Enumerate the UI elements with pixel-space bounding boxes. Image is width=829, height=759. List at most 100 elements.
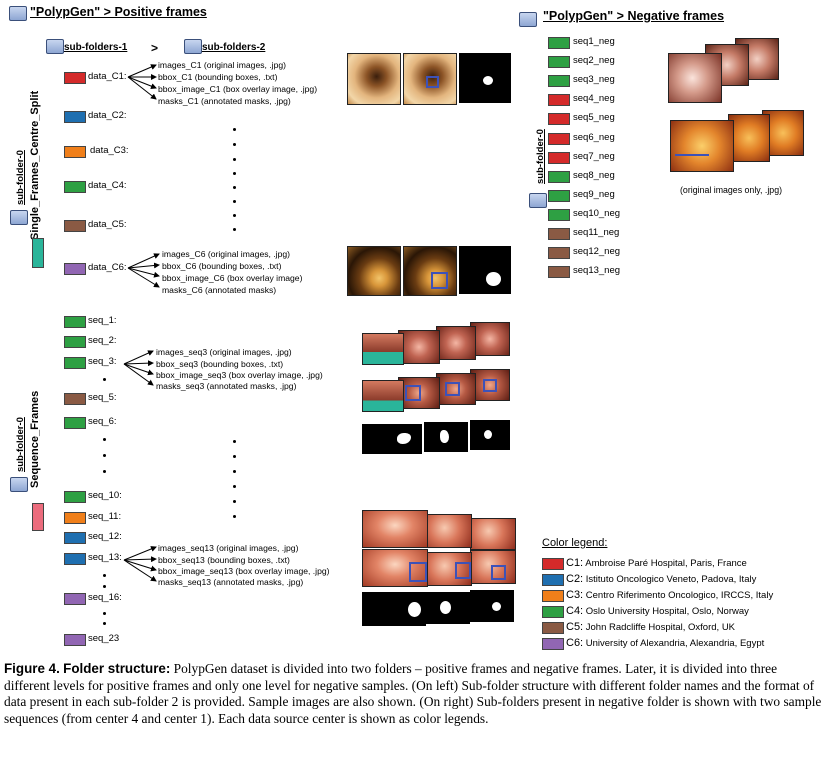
ellipsis-dot bbox=[233, 485, 236, 488]
ellipsis-dot bbox=[233, 470, 236, 473]
swatch-seq5 bbox=[64, 393, 86, 405]
swatch-seq2 bbox=[64, 336, 86, 348]
legend-entry: C1: Ambroise Paré Hospital, Paris, Franc… bbox=[566, 557, 747, 569]
data-c4-label: data_C4: bbox=[88, 180, 127, 191]
seq3-image-frame bbox=[436, 326, 476, 360]
seq3-image-frame bbox=[362, 333, 404, 365]
ellipsis-dot bbox=[233, 455, 236, 458]
negative-seq-swatch bbox=[548, 247, 570, 259]
negative-seq-swatch bbox=[548, 75, 570, 87]
mask-blob bbox=[440, 601, 451, 614]
legend-code: C3: bbox=[566, 589, 584, 601]
negative-seq-label: seq6_neg bbox=[573, 132, 615, 143]
ellipsis-dot bbox=[103, 378, 106, 381]
swatch-seq11 bbox=[64, 512, 86, 524]
seq13-bbox-frame bbox=[470, 550, 516, 584]
legend-title: Color legend: bbox=[542, 537, 608, 549]
c6-file-masks: masks_C6 (annotated masks) bbox=[162, 285, 277, 295]
seq3-bbox-frame bbox=[436, 373, 476, 405]
seq3-mask-frame bbox=[362, 424, 422, 454]
swatch-seq6 bbox=[64, 417, 86, 429]
seq13-label: seq_13: bbox=[88, 552, 122, 563]
negative-seq-swatch bbox=[548, 94, 570, 106]
negative-image-frame bbox=[728, 114, 770, 162]
folder-icon bbox=[6, 3, 27, 21]
mask-blob bbox=[483, 76, 493, 85]
seq1-label: seq_1: bbox=[88, 315, 117, 326]
legend-code: C5: bbox=[566, 621, 584, 633]
legend-swatch bbox=[542, 638, 564, 650]
negative-seq-label: seq2_neg bbox=[573, 55, 615, 66]
ellipsis-dot bbox=[233, 440, 236, 443]
seq3-file-masks: masks_seq3 (annotated masks, .jpg) bbox=[156, 381, 297, 391]
ellipsis-dot bbox=[233, 186, 236, 189]
swatch-c4 bbox=[64, 181, 86, 193]
seq13-file-bbox: bbox_seq13 (bounding boxes, .txt) bbox=[158, 555, 290, 565]
negative-seq-label: seq8_neg bbox=[573, 170, 615, 181]
bounding-box bbox=[455, 562, 471, 579]
data-c2-label: data_C2: bbox=[88, 110, 127, 121]
legend-entry: C4: Oslo University Hospital, Oslo, Norw… bbox=[566, 605, 749, 617]
caption-label: Figure 4. bbox=[4, 661, 60, 676]
caption-text: PolypGen dataset is divided into two fol… bbox=[4, 661, 822, 726]
swatch-c6 bbox=[64, 263, 86, 275]
c1-file-masks: masks_C1 (annotated masks, .jpg) bbox=[158, 96, 291, 106]
seq3-bbox-frame bbox=[398, 377, 440, 409]
legend-swatch bbox=[542, 558, 564, 570]
legend-entry: C6: University of Alexandria, Alexandria… bbox=[566, 637, 764, 649]
seq11-label: seq_11: bbox=[88, 511, 122, 522]
negative-seq-label: seq4_neg bbox=[573, 93, 615, 104]
mask-blob bbox=[484, 430, 492, 439]
ellipsis-dot bbox=[233, 200, 236, 203]
data-c5-label: data_C5: bbox=[88, 219, 127, 230]
seq13-file-masks: masks_seq13 (annotated masks, .jpg) bbox=[158, 577, 304, 587]
negative-seq-swatch bbox=[548, 171, 570, 183]
fan-arrows bbox=[123, 64, 160, 582]
ellipsis-dot bbox=[103, 612, 106, 615]
seq3-file-images: images_seq3 (original images, .jpg) bbox=[156, 347, 292, 357]
bounding-box bbox=[483, 379, 497, 392]
negative-seq-label: seq1_neg bbox=[573, 36, 615, 47]
negative-seq-swatch bbox=[548, 133, 570, 145]
ellipsis-dot bbox=[103, 470, 106, 473]
ellipsis-dot bbox=[233, 515, 236, 518]
negative-image-frame bbox=[668, 53, 722, 103]
figure-caption: Figure 4. Folder structure: PolypGen dat… bbox=[4, 661, 822, 727]
legend-name: Oslo University Hospital, Oslo, Norway bbox=[583, 606, 749, 617]
negative-seq-label: seq10_neg bbox=[573, 208, 621, 219]
data-c3-label: data_C3: bbox=[90, 145, 129, 156]
seq12-label: seq_12: bbox=[88, 531, 122, 542]
sample-image-c1 bbox=[347, 53, 401, 105]
sample-bbox-image-c6 bbox=[403, 246, 457, 296]
level-arrow: > bbox=[151, 41, 159, 55]
bounding-box bbox=[426, 76, 439, 88]
mask-blob bbox=[397, 433, 411, 444]
ellipsis-dot bbox=[233, 228, 236, 231]
legend-code: C6: bbox=[566, 637, 584, 649]
seq3-file-bbox: bbox_seq3 (bounding boxes, .txt) bbox=[156, 359, 284, 369]
sequence-subfolder-label: sub-folder-0 bbox=[15, 417, 26, 472]
bounding-box bbox=[409, 562, 427, 582]
ellipsis-dot bbox=[233, 158, 236, 161]
legend-swatch bbox=[542, 606, 564, 618]
negative-seq-label: seq7_neg bbox=[573, 151, 615, 162]
ellipsis-dot bbox=[103, 438, 106, 441]
legend-entry: C2: Istituto Oncologico Veneto, Padova, … bbox=[566, 573, 756, 585]
legend-code: C4: bbox=[566, 605, 584, 617]
c1-file-images: images_C1 (original images, .jpg) bbox=[158, 60, 287, 70]
legend-entry: C3: Centro Riferimento Oncologico, IRCCS… bbox=[566, 589, 773, 601]
negative-seq-swatch bbox=[548, 266, 570, 278]
ellipsis-dot bbox=[233, 500, 236, 503]
seq2-label: seq_2: bbox=[88, 335, 117, 346]
sample-bbox-image-c1 bbox=[403, 53, 457, 105]
mask-blob bbox=[486, 272, 501, 286]
sub-folders-1-label: sub-folders-1 bbox=[64, 42, 128, 53]
sample-mask-c6 bbox=[459, 246, 511, 294]
ellipsis-dot bbox=[103, 622, 106, 625]
negative-seq-swatch bbox=[548, 37, 570, 49]
bounding-box bbox=[405, 385, 421, 401]
seq3-bbox-frame bbox=[362, 380, 404, 412]
legend-code: C2: bbox=[566, 573, 584, 585]
swatch-seq23 bbox=[64, 634, 86, 646]
negative-seq-swatch bbox=[548, 152, 570, 164]
